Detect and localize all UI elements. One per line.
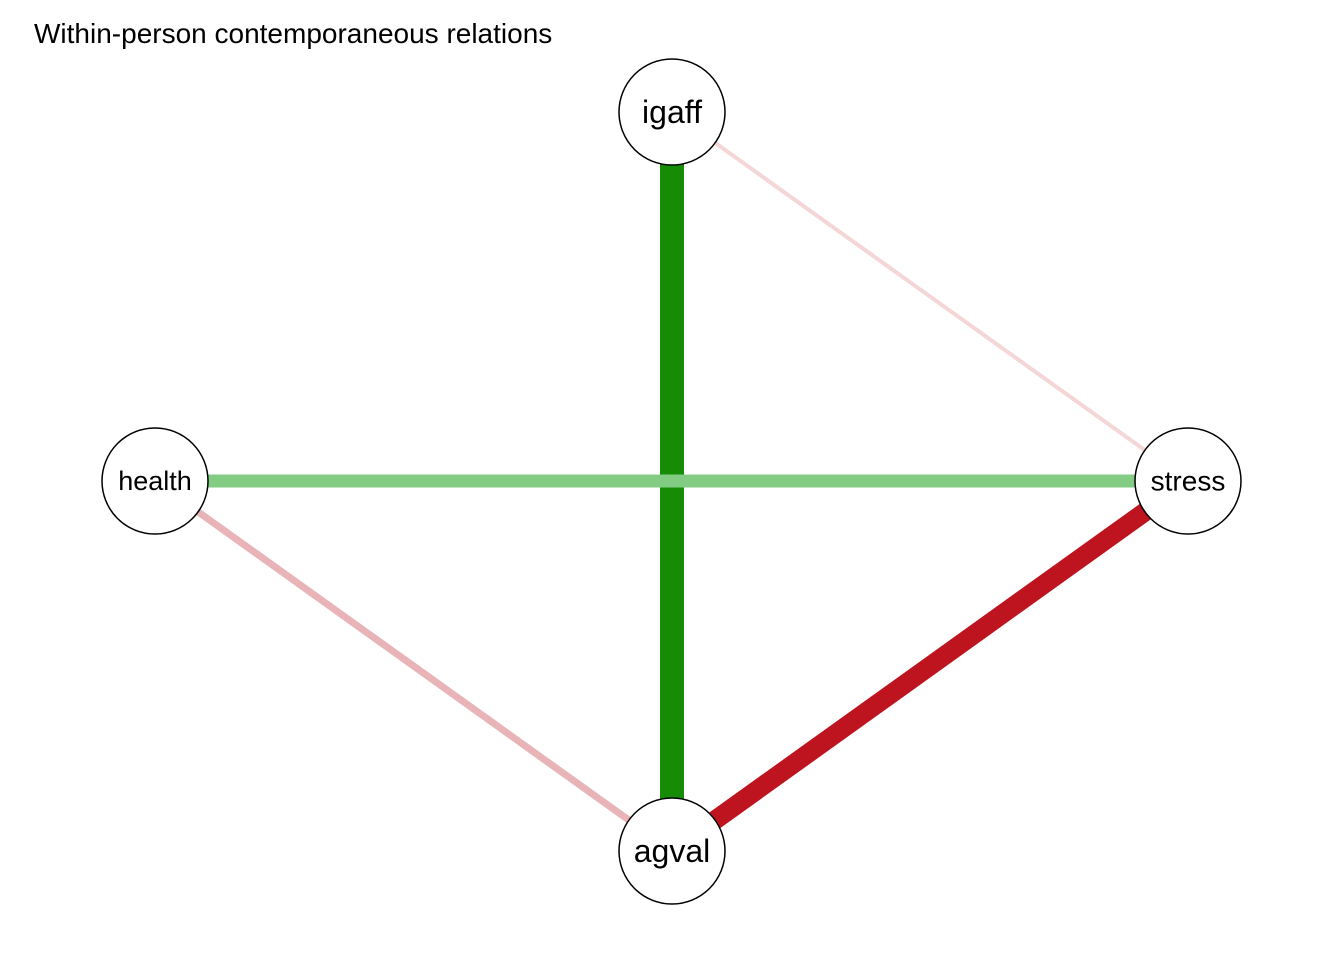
edge-agval-stress <box>666 473 1194 859</box>
node-label-agval: agval <box>634 833 711 869</box>
edge-igaff-stress <box>670 110 1190 483</box>
nodes-layer: igaff health stress agval <box>101 58 1242 905</box>
edges-layer <box>152 110 1194 859</box>
node-agval: agval <box>618 797 726 905</box>
graph-title: Within-person contemporaneous relations <box>34 18 553 49</box>
node-igaff: igaff <box>618 58 726 166</box>
node-label-igaff: igaff <box>642 94 702 130</box>
node-circle-stress <box>1134 427 1242 535</box>
node-circle-igaff <box>618 58 726 166</box>
edge-health-agval <box>152 478 675 854</box>
node-label-stress: stress <box>1151 466 1226 497</box>
node-stress: stress <box>1134 427 1242 535</box>
node-health: health <box>101 427 209 535</box>
node-label-health: health <box>118 466 192 496</box>
node-circle-health <box>101 427 209 535</box>
node-circle-agval <box>618 797 726 905</box>
